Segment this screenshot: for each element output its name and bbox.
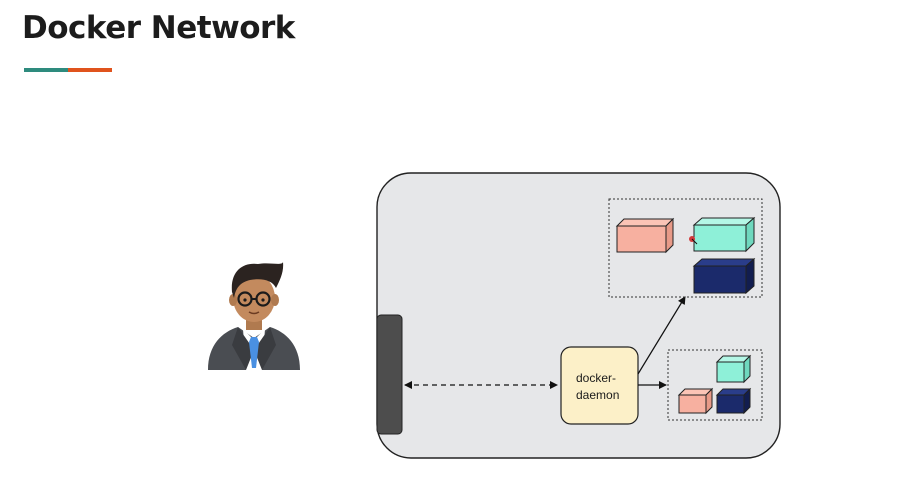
container-salmon-upper <box>615 217 675 254</box>
arrow-to-network-upper <box>637 296 686 375</box>
container-salmon-lower <box>677 387 714 415</box>
container-navy-lower <box>715 387 752 415</box>
person-icon <box>208 262 300 370</box>
title-accent-bar <box>24 68 112 72</box>
accent-bar-teal <box>24 68 68 72</box>
container-mint-upper <box>692 216 756 253</box>
network-group-upper <box>608 198 763 298</box>
daemon-label-line2: daemon <box>576 388 620 402</box>
host-interface-bar <box>376 314 403 435</box>
docker-daemon-label: docker- daemon <box>562 370 638 404</box>
cursor-pointer-line <box>691 238 698 245</box>
container-navy-upper <box>692 257 756 295</box>
network-group-lower <box>667 349 763 421</box>
slide-title: Docker Network <box>22 10 295 46</box>
accent-bar-orange <box>68 68 112 72</box>
container-mint-lower <box>715 354 752 384</box>
daemon-label-line1: docker- <box>576 371 617 385</box>
